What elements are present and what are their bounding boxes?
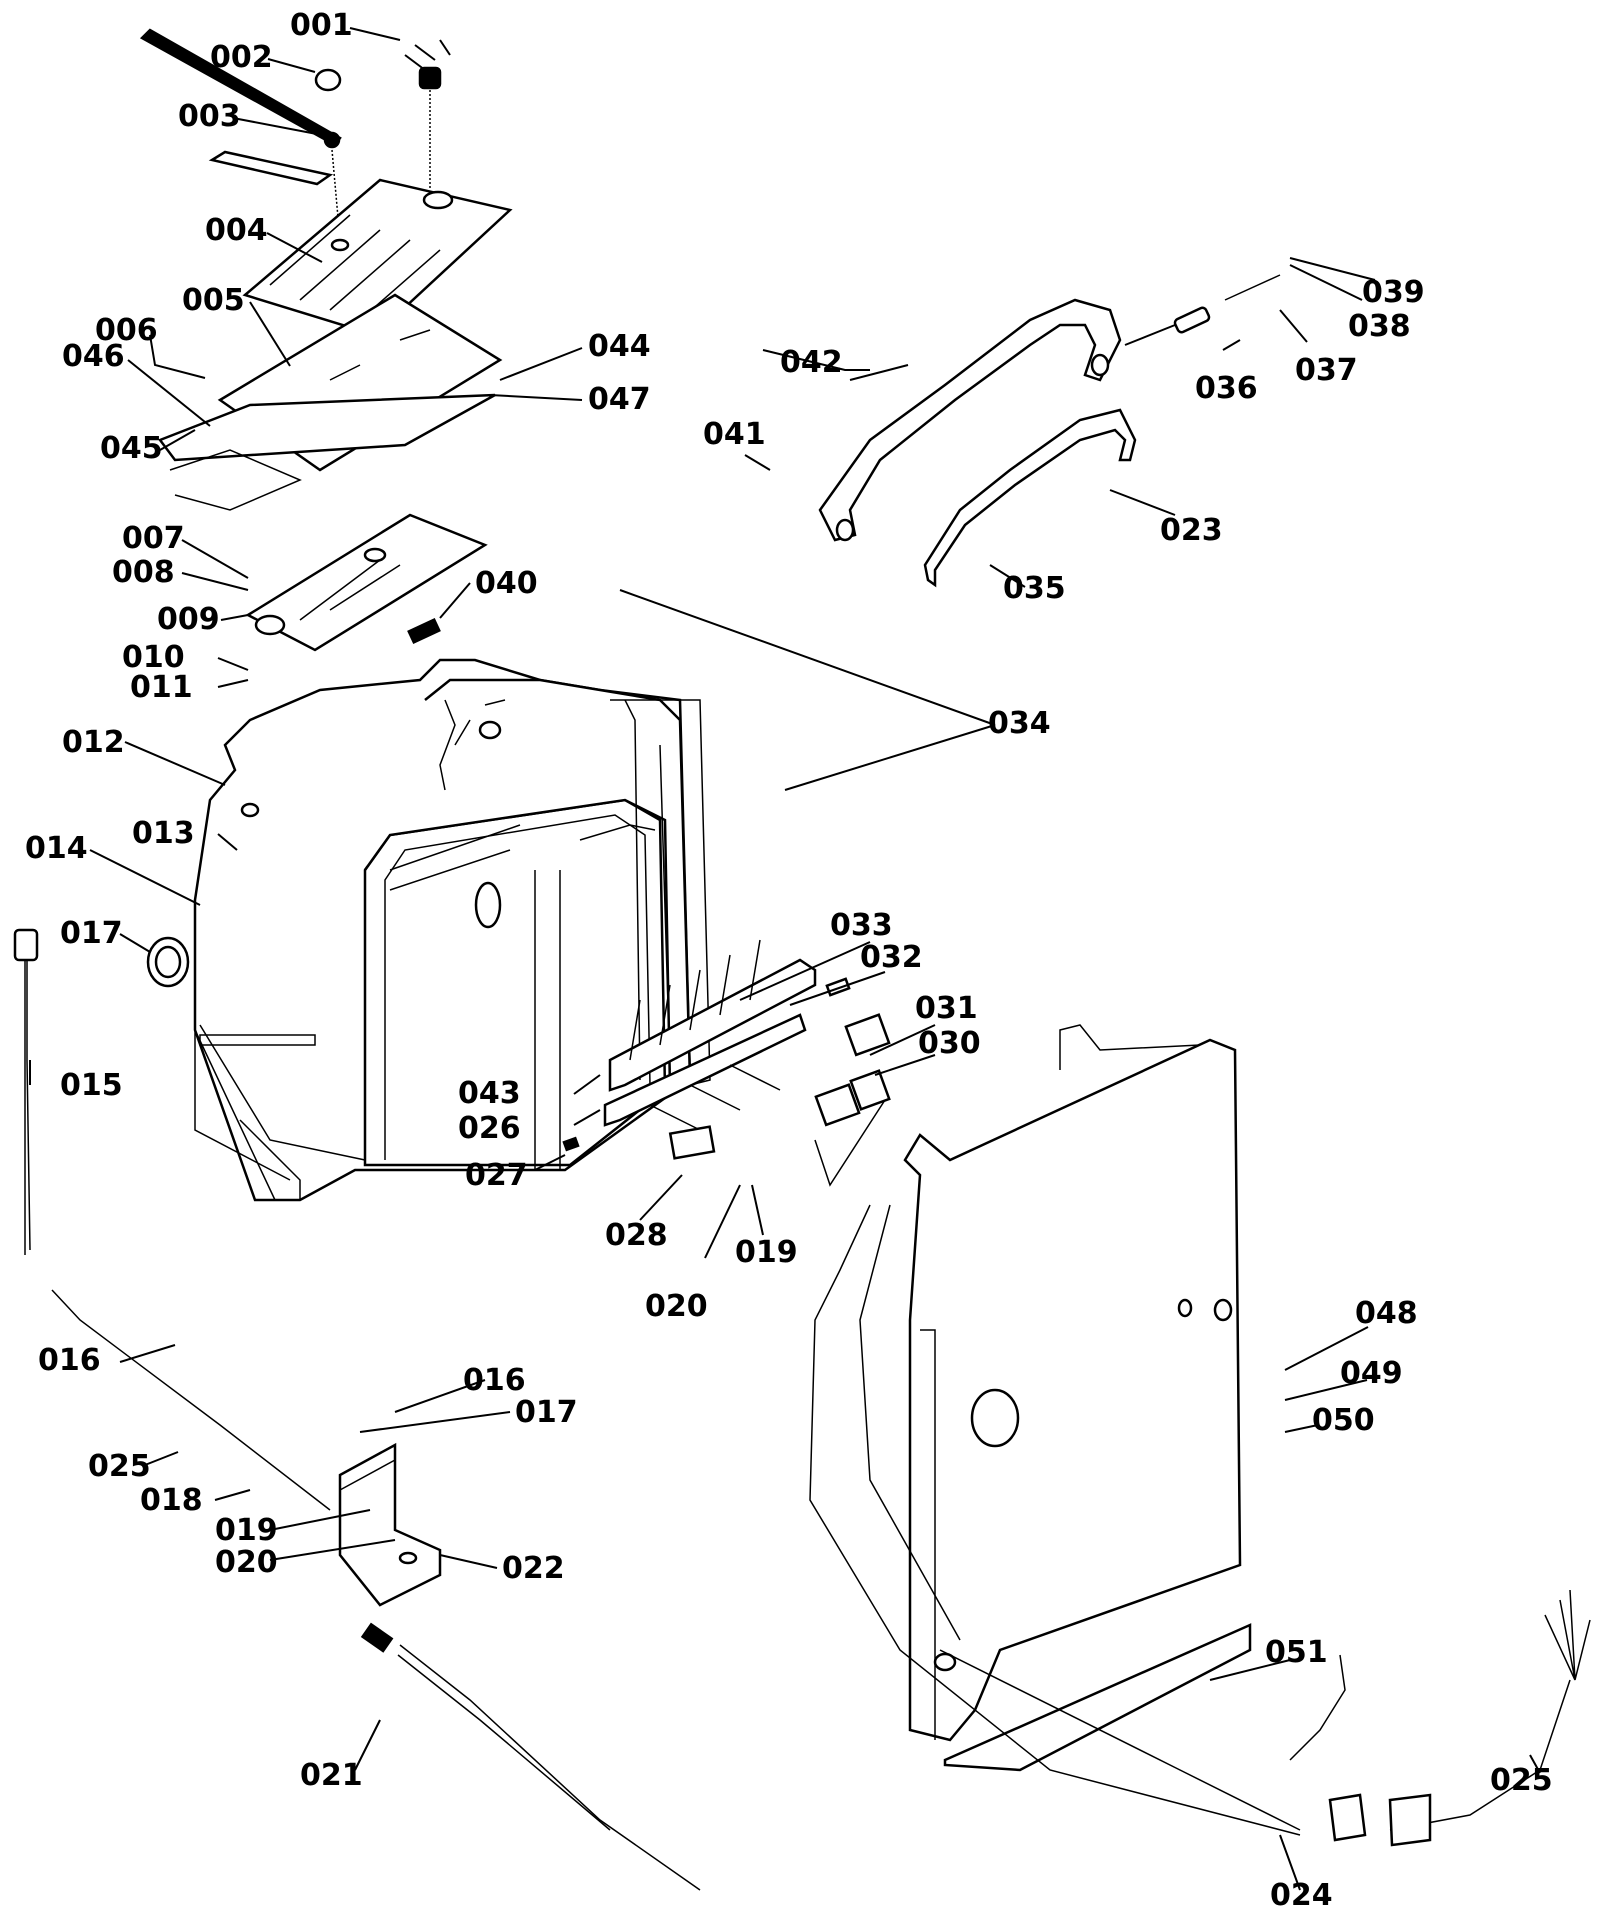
label-034: 034 (988, 706, 1051, 741)
label-006: 006 (95, 313, 158, 348)
throttle-lever (139, 28, 342, 241)
label-010: 010 (122, 640, 185, 675)
handle-bracket (923, 408, 1137, 588)
label-046: 046 (62, 339, 125, 374)
label-004: 004 (205, 213, 268, 248)
label-015: 015 (60, 1068, 123, 1103)
switch-bank-bracket (562, 939, 891, 1187)
label-035: 035 (1003, 571, 1066, 606)
label-027: 027 (465, 1158, 528, 1193)
key-switch-assembly (404, 39, 451, 190)
label-011: 011 (130, 670, 193, 705)
label-013: 013 (132, 816, 195, 851)
lifting-handle (818, 298, 1122, 542)
label-017b: 017 (515, 1395, 578, 1430)
label-024: 024 (1270, 1878, 1333, 1910)
label-007: 007 (122, 521, 185, 556)
label-019b: 019 (735, 1235, 798, 1270)
label-028: 028 (605, 1218, 668, 1253)
label-030: 030 (918, 1026, 981, 1061)
label-031: 031 (915, 991, 978, 1026)
label-023: 023 (1160, 513, 1223, 548)
lower-bracket (338, 1442, 442, 1607)
label-020b: 020 (645, 1289, 708, 1324)
label-047: 047 (588, 382, 651, 417)
label-039: 039 (1362, 275, 1425, 310)
label-045: 045 (100, 431, 163, 466)
label-038: 038 (1348, 309, 1411, 344)
label-049: 049 (1340, 1356, 1403, 1391)
label-021: 021 (300, 1758, 363, 1793)
control-panel-plate (158, 293, 503, 511)
label-020a: 020 (215, 1545, 278, 1580)
label-012: 012 (62, 725, 125, 760)
label-022: 022 (502, 1551, 565, 1586)
grommet-ring (146, 881, 502, 988)
front-case-housing (193, 658, 692, 1202)
label-001: 001 (290, 8, 353, 43)
label-040: 040 (475, 566, 538, 601)
label-003: 003 (178, 99, 241, 134)
label-014: 014 (25, 831, 88, 866)
label-025a: 025 (88, 1449, 151, 1484)
label-051: 051 (1265, 1635, 1328, 1670)
label-002: 002 (210, 40, 273, 75)
label-016a: 016 (38, 1343, 101, 1378)
rear-panel (903, 1024, 1252, 1772)
label-033: 033 (830, 908, 893, 943)
label-019a: 019 (215, 1513, 278, 1548)
label-043: 043 (458, 1076, 521, 1111)
label-005: 005 (182, 283, 245, 318)
label-016b: 016 (463, 1363, 526, 1398)
label-032: 032 (860, 940, 923, 975)
label-018: 018 (140, 1483, 203, 1518)
sub-panel-plate (245, 513, 488, 652)
handle-pin-set (1124, 274, 1281, 346)
connector-clip (407, 617, 441, 645)
overlay-decal (242, 178, 513, 337)
part-labels: 001 002 003 004 005 006 046 045 044 047 … (25, 8, 1553, 1910)
rear-frame-edges (579, 699, 711, 1086)
label-036: 036 (1195, 371, 1258, 406)
label-008: 008 (112, 555, 175, 590)
label-050: 050 (1312, 1403, 1375, 1438)
label-042: 042 (780, 345, 843, 380)
label-037: 037 (1295, 353, 1358, 388)
label-044: 044 (588, 329, 651, 364)
label-009: 009 (157, 602, 220, 637)
label-048: 048 (1355, 1296, 1418, 1331)
cap-part (314, 68, 342, 92)
label-041: 041 (703, 417, 766, 452)
leader-lines (29, 27, 1541, 1891)
label-017a: 017 (60, 916, 123, 951)
label-025b: 025 (1490, 1763, 1553, 1798)
gasket-strip (208, 150, 334, 186)
label-026: 026 (458, 1111, 521, 1146)
cables (13, 928, 1591, 1891)
